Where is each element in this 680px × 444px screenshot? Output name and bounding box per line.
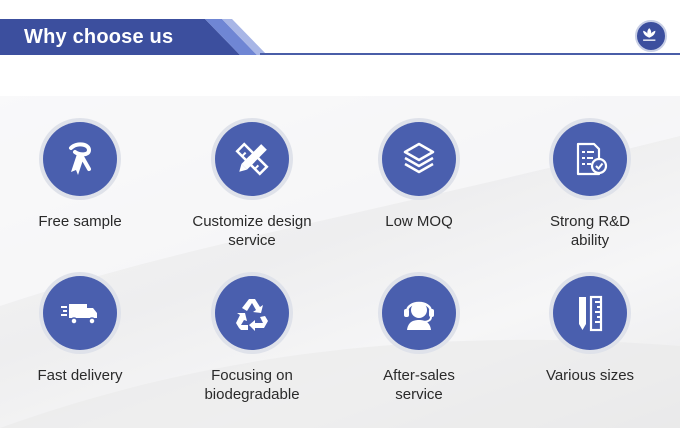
feature-label: Various sizes [545,367,635,384]
feature-fast-delivery: Fast delivery [0,272,165,385]
background-swoosh [0,96,680,428]
feature-label: Customize design service [192,213,312,249]
feature-label: Focusing on biodegradable [204,367,300,403]
ribbon-icon [69,142,92,175]
pencil-ruler-icon [235,142,269,176]
feature-label: Free sample [38,213,122,230]
feature-low-moq: Low MOQ [334,118,504,231]
feature-label: Fast delivery [37,367,123,384]
header-divider [260,53,680,55]
feature-label: After-sales service [383,367,455,403]
brand-logo [635,20,667,52]
feature-label: Low MOQ [385,213,453,230]
layers-icon [403,142,435,174]
page-title: Why choose us [24,26,174,48]
recycle-icon [236,299,268,331]
lotus-icon [643,28,656,41]
truck-icon [61,304,97,325]
ruler-pencil-icon [579,295,603,332]
header-banner [0,19,267,55]
feature-free-sample: Free sample [0,118,165,231]
feature-customize-design: Customize design service [167,118,337,250]
feature-various-sizes: Various sizes [505,272,675,385]
feature-label: Strong R&D ability [549,213,631,249]
document-check-icon [576,142,608,176]
header: Why choose us [0,0,680,66]
feature-after-sales: After-sales service [334,272,504,404]
feature-strong-rnd: Strong R&D ability [505,118,675,250]
bottom-margin [0,428,680,444]
feature-biodegradable: Focusing on biodegradable [167,272,337,404]
features-panel: Free sample Customize design [0,96,680,428]
headset-icon [404,301,434,330]
